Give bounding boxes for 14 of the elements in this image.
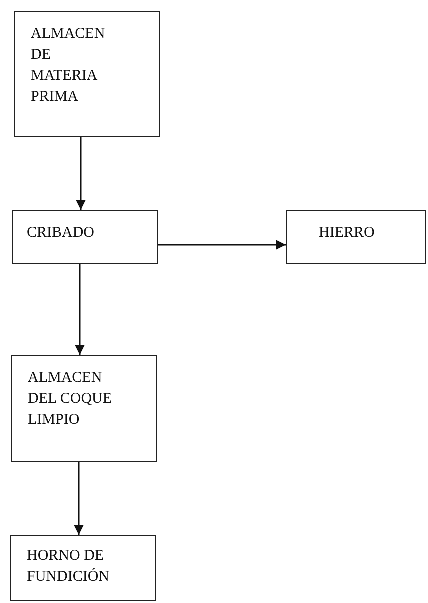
process-box (14, 11, 160, 137)
box-label: HIERRO (319, 224, 376, 243)
arrow (75, 264, 85, 355)
process-box (10, 535, 156, 601)
box-label: HORNO DE FUNDICIÓN (27, 547, 110, 587)
process-box (12, 210, 158, 264)
box-label: ALMACEN DE MATERIA PRIMA (31, 25, 106, 107)
box-label: ALMACEN DEL COQUE LIMPIO (28, 369, 114, 430)
process-box (286, 210, 426, 264)
arrow (74, 462, 84, 535)
arrow (76, 137, 86, 210)
arrow (158, 240, 286, 250)
box-label: CRIBADO (27, 224, 96, 243)
process-box (11, 355, 157, 462)
